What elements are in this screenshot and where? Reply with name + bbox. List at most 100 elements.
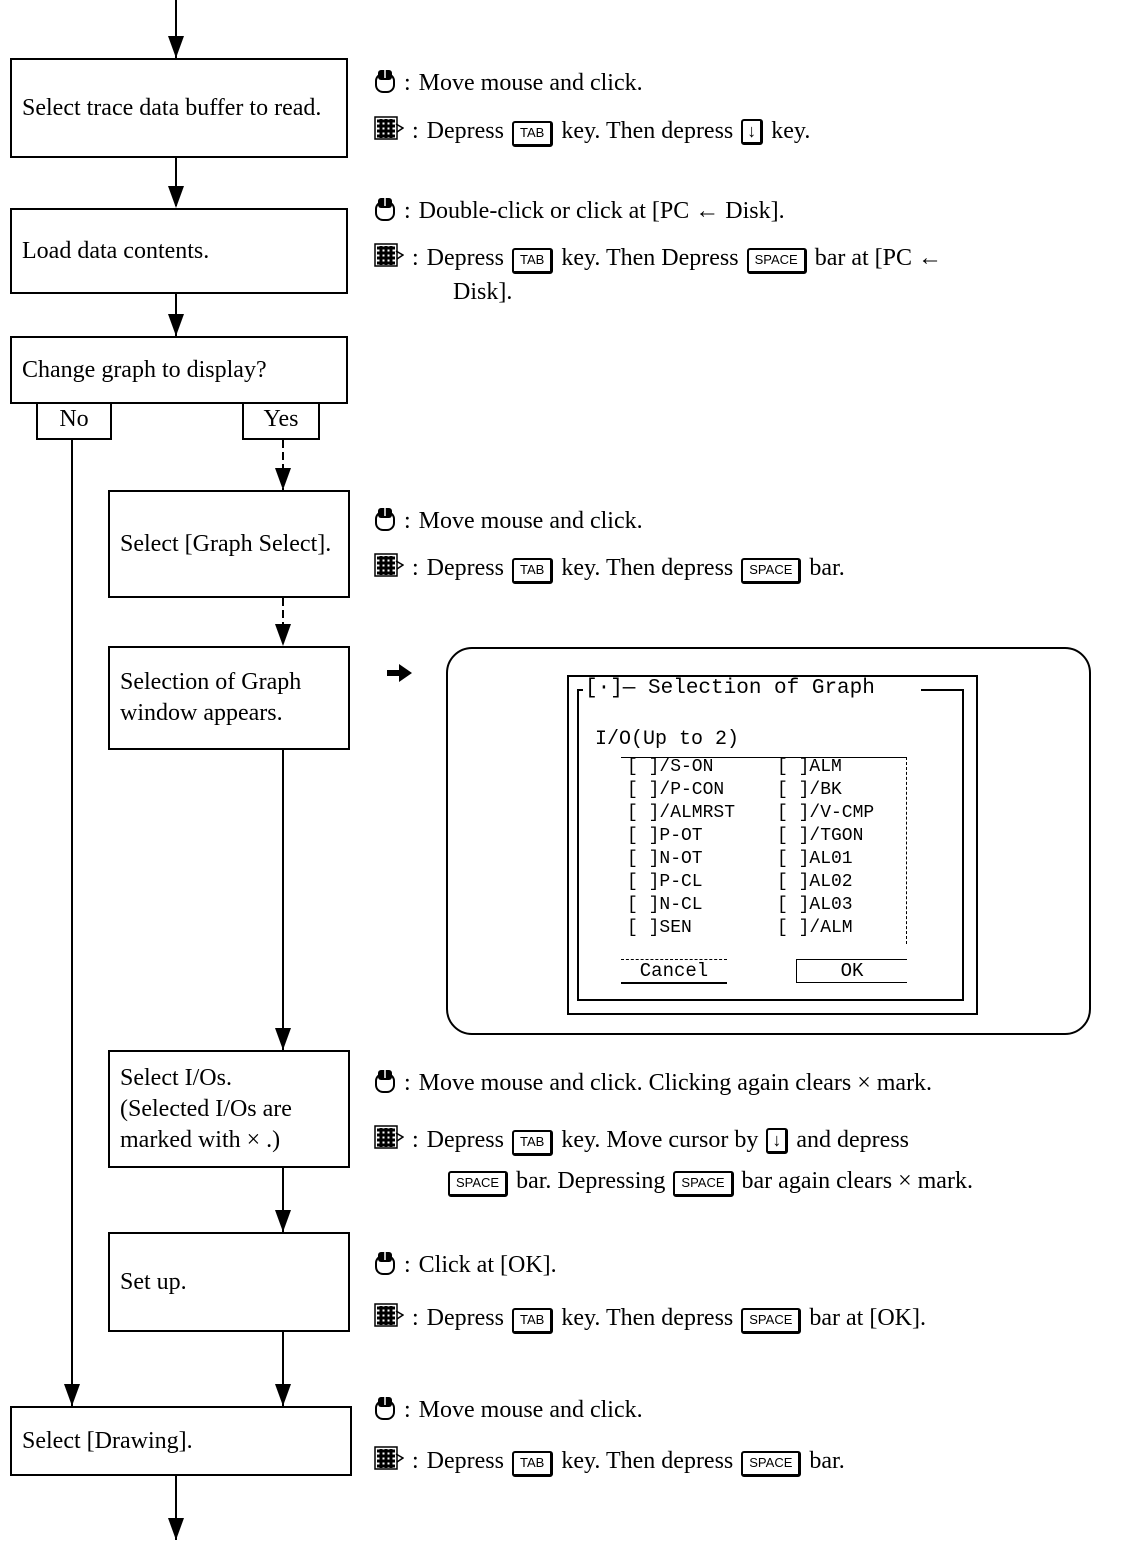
instr-text: bar at [OK]. xyxy=(809,1305,926,1331)
mouse-icon xyxy=(374,196,396,230)
keyboard-icon xyxy=(374,1125,405,1163)
instr-text: Depress xyxy=(426,1127,504,1153)
instr-3-mouse: : Move mouse and click. xyxy=(374,506,643,540)
branch-yes-text: Yes xyxy=(263,406,299,432)
instr-text: Depress xyxy=(426,245,504,271)
instr-colon: : xyxy=(404,508,411,534)
instr-1-mouse: : Move mouse and click. xyxy=(374,68,643,102)
step-set-up-text: Set up. xyxy=(120,1268,187,1295)
instr-colon: : xyxy=(412,245,419,271)
step-load-data: Load data contents. xyxy=(10,208,348,294)
instr-text: and depress xyxy=(796,1127,910,1153)
io-checkbox[interactable]: [ ]/V-CMP xyxy=(777,803,875,823)
instr-colon: : xyxy=(404,1397,411,1423)
instr-3-mouse-text: Move mouse and click. xyxy=(418,508,643,534)
tab-key: TAB xyxy=(511,1451,554,1477)
instr-5-keyboard: :Depress TAB key. Then depress SPACE bar… xyxy=(374,1303,926,1337)
instr-1-keyboard: :Depress TAB key. Then depress ↓ key. xyxy=(374,116,810,150)
io-checkbox[interactable]: [ ]/TGON xyxy=(777,826,864,846)
io-checkbox[interactable]: [ ]/ALM xyxy=(777,918,853,938)
instr-text: key. Then Depress xyxy=(561,245,739,271)
instr-5-mouse: : Click at [OK]. xyxy=(374,1250,557,1284)
step-select-ios: Select I/Os.(Selected I/Os are marked wi… xyxy=(108,1050,350,1168)
instr-text: bar again clears × mark. xyxy=(741,1168,973,1194)
instr-text: Depress xyxy=(426,555,504,581)
io-checkbox[interactable]: [ ]/ALMRST xyxy=(627,803,736,823)
step-select-buffer: Select trace data buffer to read. xyxy=(10,58,348,158)
cancel-button[interactable]: Cancel xyxy=(621,959,727,984)
io-checkbox[interactable]: [ ]/P-CON xyxy=(627,780,725,800)
io-checkbox[interactable]: [ ]AL02 xyxy=(777,872,853,892)
branch-no-text: No xyxy=(59,406,89,432)
dialog-rule xyxy=(921,689,964,691)
down-arrow-key: ↓ xyxy=(741,119,764,145)
instr-6-keyboard: :Depress TAB key. Then depress SPACE bar… xyxy=(374,1446,845,1480)
step-select-ios-text: Select I/Os.(Selected I/Os are marked wi… xyxy=(120,1063,338,1156)
instr-colon: : xyxy=(404,1252,411,1278)
instr-colon: : xyxy=(404,70,411,96)
branch-no-label: No xyxy=(36,404,112,440)
mouse-icon xyxy=(374,1250,396,1284)
keyboard-icon xyxy=(374,243,405,277)
space-key: SPACE xyxy=(741,558,802,584)
io-checkbox[interactable]: [ ]P-OT xyxy=(627,826,703,846)
keyboard-icon xyxy=(374,553,405,587)
decision-change-graph: Change graph to display? xyxy=(10,336,348,404)
io-checkbox[interactable]: [ ]N-CL xyxy=(627,895,703,915)
instr-text: Depress xyxy=(426,118,504,144)
instr-2-keyboard: : Depress TAB key. Then Depress SPACE bar… xyxy=(374,243,942,307)
tab-key: TAB xyxy=(511,558,554,584)
down-arrow-key: ↓ xyxy=(766,1128,789,1154)
io-checkbox[interactable]: [ ]N-OT xyxy=(627,849,703,869)
mouse-icon xyxy=(374,68,396,102)
instr-text: key. Then depress xyxy=(561,555,734,581)
io-checkbox[interactable]: [ ]/BK xyxy=(777,780,842,800)
io-checkbox[interactable]: [ ]ALM xyxy=(777,757,842,777)
step-select-ios-line2: (Selected I/Os are marked with × .) xyxy=(120,1095,292,1153)
instr-text: key. Move cursor by xyxy=(561,1127,759,1153)
instr-colon: : xyxy=(412,1127,419,1153)
instr-text: bar at [PC ← xyxy=(814,245,943,271)
instr-6-mouse: :Move mouse and click. xyxy=(374,1395,643,1429)
keyboard-icon xyxy=(374,1446,405,1480)
io-checkbox[interactable]: [ ]/S-ON xyxy=(627,757,714,777)
io-checkbox[interactable]: [ ]AL01 xyxy=(777,849,853,869)
instr-colon: : xyxy=(404,1070,411,1096)
ok-button[interactable]: OK xyxy=(796,959,907,983)
space-key: SPACE xyxy=(741,1451,802,1477)
branch-yes-label: Yes xyxy=(242,404,320,440)
tab-key: TAB xyxy=(511,1130,554,1156)
instr-1-mouse-text: Move mouse and click. xyxy=(418,70,643,96)
instr-5-mouse-text: Click at [OK]. xyxy=(418,1252,557,1278)
step-drawing: Select [Drawing]. xyxy=(10,1406,352,1476)
io-checkbox[interactable]: [ ]SEN xyxy=(627,918,692,938)
instr-4-mouse-text: Move mouse and click. Clicking again cle… xyxy=(418,1070,933,1096)
space-key: SPACE xyxy=(448,1171,509,1197)
decision-change-graph-text: Change graph to display? xyxy=(22,356,267,383)
step-window-appears-text: Selection of Graph window appears. xyxy=(120,669,302,726)
instr-colon: : xyxy=(412,555,419,581)
step-graph-select-text: Select [Graph Select]. xyxy=(120,530,332,557)
io-checkbox[interactable]: [ ]AL03 xyxy=(777,895,853,915)
instr-2-mouse: :Double-click or click at [PC ← Disk]. xyxy=(374,196,785,230)
instr-text: key. Then depress xyxy=(561,118,734,144)
step-graph-select: Select [Graph Select]. xyxy=(108,490,350,598)
step-select-buffer-text: Select trace data buffer to read. xyxy=(22,94,322,121)
instr-text: bar. xyxy=(809,555,845,581)
instr-text: Disk]. xyxy=(453,279,513,305)
instr-text: key. Then depress xyxy=(561,1305,734,1331)
io-checkbox[interactable]: [ ]P-CL xyxy=(627,872,703,892)
instr-colon: : xyxy=(412,1305,419,1331)
instr-4-mouse: : Move mouse and click. Clicking again cl… xyxy=(374,1068,932,1102)
instr-text: bar. xyxy=(809,1448,845,1474)
space-key: SPACE xyxy=(746,248,807,274)
dialog-rule xyxy=(577,689,585,691)
instr-4-keyboard-line2: SPACE bar. Depressing SPACE bar again cl… xyxy=(374,1163,973,1200)
dialog-title: [·]— Selection of Graph xyxy=(583,677,877,701)
mouse-icon xyxy=(374,506,396,540)
space-key: SPACE xyxy=(741,1308,802,1334)
tab-key: TAB xyxy=(511,248,554,274)
dialog-inner-frame xyxy=(577,689,964,1001)
tab-key: TAB xyxy=(511,1308,554,1334)
